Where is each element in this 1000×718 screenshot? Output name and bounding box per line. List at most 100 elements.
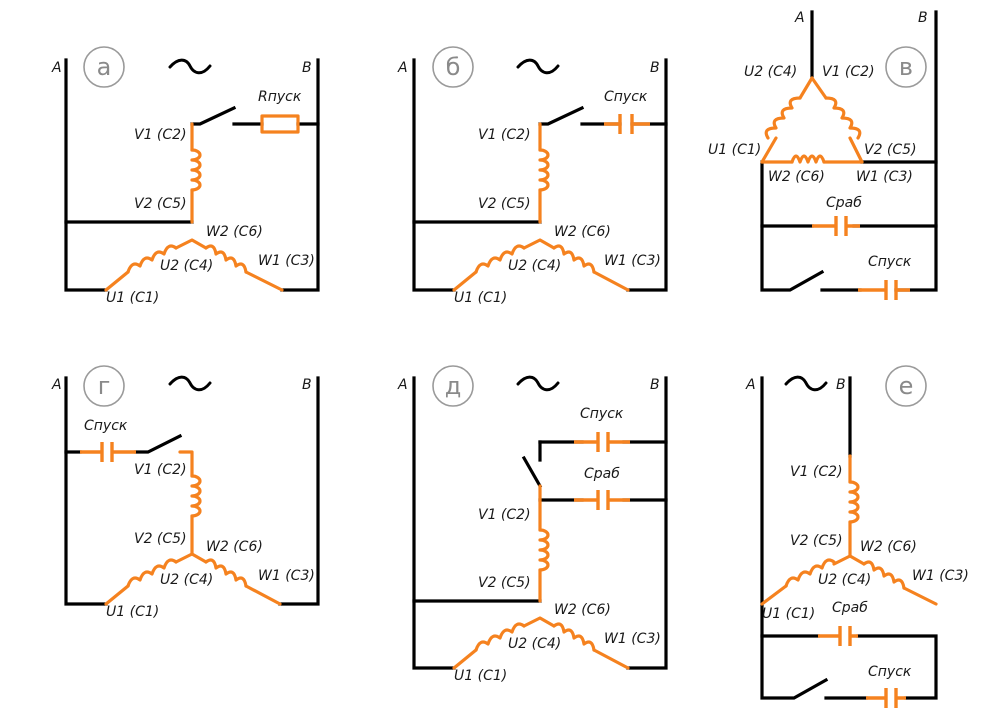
winding-label-w1: W1 (C3) bbox=[258, 568, 315, 584]
line-b-wire bbox=[278, 376, 320, 606]
star-point bbox=[174, 238, 208, 250]
coil-icon bbox=[204, 558, 248, 588]
panel-g: г A B Cпуск V1 (C2) V2 (C5) W2 (C6) U2 (… bbox=[51, 365, 320, 620]
line-b-label: B bbox=[650, 60, 660, 76]
coil-icon bbox=[552, 622, 596, 652]
start-element-label: Cпуск bbox=[868, 664, 912, 680]
winding-label-w2: W2 (C6) bbox=[554, 224, 611, 240]
winding-label-v2: V2 (C5) bbox=[478, 575, 531, 591]
delta-lead bbox=[848, 136, 864, 164]
switch-icon bbox=[760, 376, 829, 700]
panel-v-letter: в bbox=[899, 53, 913, 81]
coil-icon bbox=[474, 622, 526, 652]
winding-label-w1: W1 (C3) bbox=[604, 253, 661, 269]
panel-a-badge: а bbox=[83, 46, 125, 88]
winding-label-u1: U1 (C1) bbox=[454, 668, 507, 684]
panel-g-badge: г bbox=[83, 365, 125, 407]
run-element-label: Cраб bbox=[826, 195, 862, 211]
delta-lead bbox=[798, 76, 814, 100]
u-lead bbox=[104, 584, 130, 606]
u-lead bbox=[452, 648, 478, 670]
capacitor-icon bbox=[812, 216, 860, 236]
winding-label-w2: W2 (C6) bbox=[206, 539, 263, 555]
u-lead bbox=[452, 270, 478, 292]
panel-a-letter: а bbox=[97, 53, 112, 81]
winding-label-w2: W2 (C6) bbox=[860, 539, 917, 555]
line-b-label: B bbox=[836, 377, 846, 393]
star-point bbox=[522, 238, 556, 250]
line-b-wire bbox=[626, 58, 668, 292]
winding-label-u1: U1 (C1) bbox=[708, 142, 761, 158]
winding-label-v1: V1 (C2) bbox=[822, 64, 875, 80]
winding-label-v1: V1 (C2) bbox=[134, 127, 187, 143]
coil-icon bbox=[862, 560, 906, 590]
u-lead bbox=[760, 584, 788, 606]
winding-label-v1: V1 (C2) bbox=[478, 507, 531, 523]
coil-icon bbox=[764, 96, 802, 140]
winding-label-v2: V2 (C5) bbox=[790, 533, 843, 549]
coil-icon bbox=[126, 244, 178, 274]
winding-label-u1: U1 (C1) bbox=[454, 290, 507, 306]
winding-label-v2: V2 (C5) bbox=[134, 196, 187, 212]
line-a-wire bbox=[412, 58, 456, 292]
line-a-wire bbox=[64, 58, 108, 292]
line-a-label: A bbox=[397, 377, 408, 393]
tilde-icon bbox=[516, 375, 560, 392]
resistor-icon bbox=[260, 114, 300, 134]
winding-label-w1: W1 (C3) bbox=[856, 169, 913, 185]
tilde-icon bbox=[168, 58, 212, 75]
w-lead bbox=[592, 648, 630, 670]
capacitor-icon bbox=[604, 114, 650, 134]
winding-label-v2: V2 (C5) bbox=[134, 531, 187, 547]
winding-label-v2: V2 (C5) bbox=[478, 196, 531, 212]
switch-icon bbox=[538, 105, 585, 126]
run-branch-wire bbox=[760, 634, 938, 700]
w-lead bbox=[244, 270, 284, 292]
w-lead bbox=[592, 270, 630, 292]
delta-lead bbox=[760, 136, 778, 164]
panel-b: б A B V1 (C2) V2 (C5) W2 (C6) U2 (C4) W1… bbox=[397, 46, 668, 306]
coil-icon bbox=[824, 96, 862, 140]
tilde-icon bbox=[516, 58, 560, 75]
start-element-label: Cпуск bbox=[604, 89, 648, 105]
start-element-label: Rпуск bbox=[258, 89, 302, 105]
panel-g-letter: г bbox=[98, 372, 111, 400]
coil-icon bbox=[538, 148, 550, 192]
panel-v-badge: в bbox=[885, 46, 927, 88]
start-element-label: Cпуск bbox=[580, 406, 624, 422]
winding-label-w2: W2 (C6) bbox=[554, 602, 611, 618]
coil-icon bbox=[126, 558, 178, 588]
line-b-wire bbox=[280, 58, 320, 292]
panel-d-badge: д bbox=[432, 365, 474, 407]
line-b-label: B bbox=[302, 60, 312, 76]
run-element-label: Cраб bbox=[584, 466, 620, 482]
capacitor-icon bbox=[818, 626, 858, 646]
panel-d-letter: д bbox=[445, 372, 462, 400]
line-b-label: B bbox=[918, 10, 928, 26]
line-a-label: A bbox=[397, 60, 408, 76]
capacitor-icon bbox=[866, 688, 906, 708]
w-lead bbox=[902, 586, 938, 606]
capacitor-icon bbox=[80, 442, 136, 462]
line-a-label: A bbox=[794, 10, 805, 26]
line-b-label: B bbox=[650, 377, 660, 393]
line-a-label: A bbox=[51, 377, 62, 393]
winding-label-w2: W2 (C6) bbox=[206, 224, 263, 240]
star-point bbox=[832, 554, 866, 566]
winding-label-u1: U1 (C1) bbox=[762, 606, 815, 622]
tilde-icon bbox=[168, 375, 212, 392]
winding-label-v2: V2 (C5) bbox=[864, 142, 917, 158]
star-point bbox=[522, 616, 556, 628]
panel-v: в A B U2 (C4) V1 (C2) U1 (C1) V2 (C5) W2… bbox=[708, 10, 938, 300]
switch-icon bbox=[521, 440, 543, 489]
panel-e-badge: е bbox=[885, 365, 927, 407]
coil-icon bbox=[848, 480, 860, 524]
line-a-label: A bbox=[745, 377, 756, 393]
winding-label-u2: U2 (C4) bbox=[160, 572, 213, 588]
winding-label-u2: U2 (C4) bbox=[508, 258, 561, 274]
line-a-label: A bbox=[51, 60, 62, 76]
w-lead bbox=[244, 584, 282, 606]
winding-label-w1: W1 (C3) bbox=[912, 568, 969, 584]
capacitor-icon bbox=[574, 490, 630, 510]
